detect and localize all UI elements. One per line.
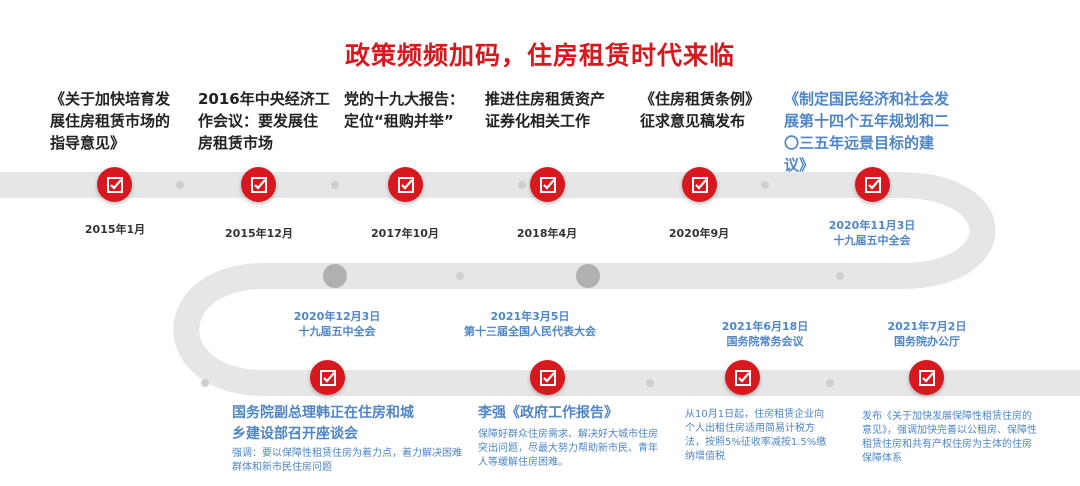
event-date-block: 2020年11月3日 十九届五中全会 (812, 218, 932, 248)
checkbox-icon (539, 369, 556, 386)
checkbox-icon (691, 176, 708, 193)
event-date-block: 2020年12月3日 十九届五中全会 (262, 309, 412, 339)
event-date-block: 2021年7月2日 国务院办公厅 (872, 319, 982, 349)
event-date: 2018年4月 (516, 227, 578, 240)
event-label: 《关于加快培育发展住房租赁市场的指导意见》 (50, 90, 171, 152)
road-dot (836, 272, 844, 280)
event-meeting: 十九届五中全会 (833, 234, 911, 247)
event-meeting: 国务院办公厅 (894, 335, 960, 348)
event-label: 2016年中央经济工作会议：要发展住房租赁市场 (198, 90, 330, 152)
event-date: 2021年7月2日 (887, 320, 967, 333)
checkbox-icon (539, 176, 556, 193)
checkbox-marker (855, 167, 890, 202)
event-meeting: 国务院常务会议 (726, 335, 804, 348)
event-label: 党的十九大报告：定位“租购并举” (344, 90, 465, 130)
road-dot (518, 181, 526, 189)
checkbox-icon (319, 369, 336, 386)
event-date-block: 2021年6月18日 国务院常务会议 (700, 319, 830, 349)
checkbox-marker (530, 360, 565, 395)
road-dot-large (323, 264, 347, 288)
checkbox-marker (241, 167, 276, 202)
event-label: 《住房租赁条例》征求意见稿发布 (640, 90, 753, 130)
road-dot (456, 272, 464, 280)
event-meeting: 十九届五中全会 (298, 325, 376, 338)
event-date: 2020年11月3日 (828, 219, 916, 232)
checkbox-marker (97, 167, 132, 202)
event-label: 推进住房租赁资产证券化相关工作 (485, 90, 606, 130)
road-dot (201, 379, 209, 387)
event-date: 2015年12月 (225, 227, 293, 240)
checkbox-icon (106, 176, 123, 193)
checkbox-icon (250, 176, 267, 193)
event-date: 2015年1月 (84, 223, 146, 236)
checkbox-marker (310, 360, 345, 395)
event-date: 2017年10月 (371, 227, 439, 240)
checkbox-marker (909, 360, 944, 395)
event-description: 强调：要以保障性租赁住房为着力点，着力解决困难群体和新市民住房问题 (232, 448, 462, 473)
checkbox-marker (682, 167, 717, 202)
checkbox-icon (864, 176, 881, 193)
event-date: 2021年3月5日 (490, 310, 570, 323)
event-heading: 李强《政府工作报告》 (478, 405, 618, 421)
event-date: 2020年9月 (668, 227, 730, 240)
event-meeting: 第十三届全国人民代表大会 (464, 325, 596, 338)
event-date: 2020年12月3日 (293, 310, 381, 323)
road-dot-large (576, 264, 600, 288)
event-date-block: 2021年3月5日 第十三届全国人民代表大会 (440, 309, 620, 339)
road-dot (331, 181, 339, 189)
checkbox-marker (725, 360, 760, 395)
checkbox-icon (734, 369, 751, 386)
event-description: 发布《关于加快发展保障性租赁住房的意见》，强调加快完善以公租房、保障性租赁住房和… (862, 411, 1037, 464)
event-label: 《制定国民经济和社会发展第十四个五年规划和二〇三五年远景目标的建议》 (784, 90, 950, 174)
page-title: 政策频频加码，住房租赁时代来临 (344, 41, 735, 70)
road-dot (646, 379, 654, 387)
checkbox-marker (530, 167, 565, 202)
checkbox-icon (397, 176, 414, 193)
checkbox-icon (918, 369, 935, 386)
event-description: 从10月1日起，住房租赁企业向个人出租住房适用简易计税方法，按照5%征收率减按1… (685, 409, 827, 462)
checkbox-marker (388, 167, 423, 202)
road-dot (826, 379, 834, 387)
event-heading: 国务院副总理韩正在住房和城乡建设部召开座谈会 (232, 405, 414, 442)
road-dot (176, 181, 184, 189)
event-date: 2021年6月18日 (721, 320, 809, 333)
event-description: 保障好群众住房需求、解决好大城市住房突出问题，尽最大努力帮助新市民、青年人等缓解… (478, 429, 658, 468)
road-dot (761, 181, 769, 189)
